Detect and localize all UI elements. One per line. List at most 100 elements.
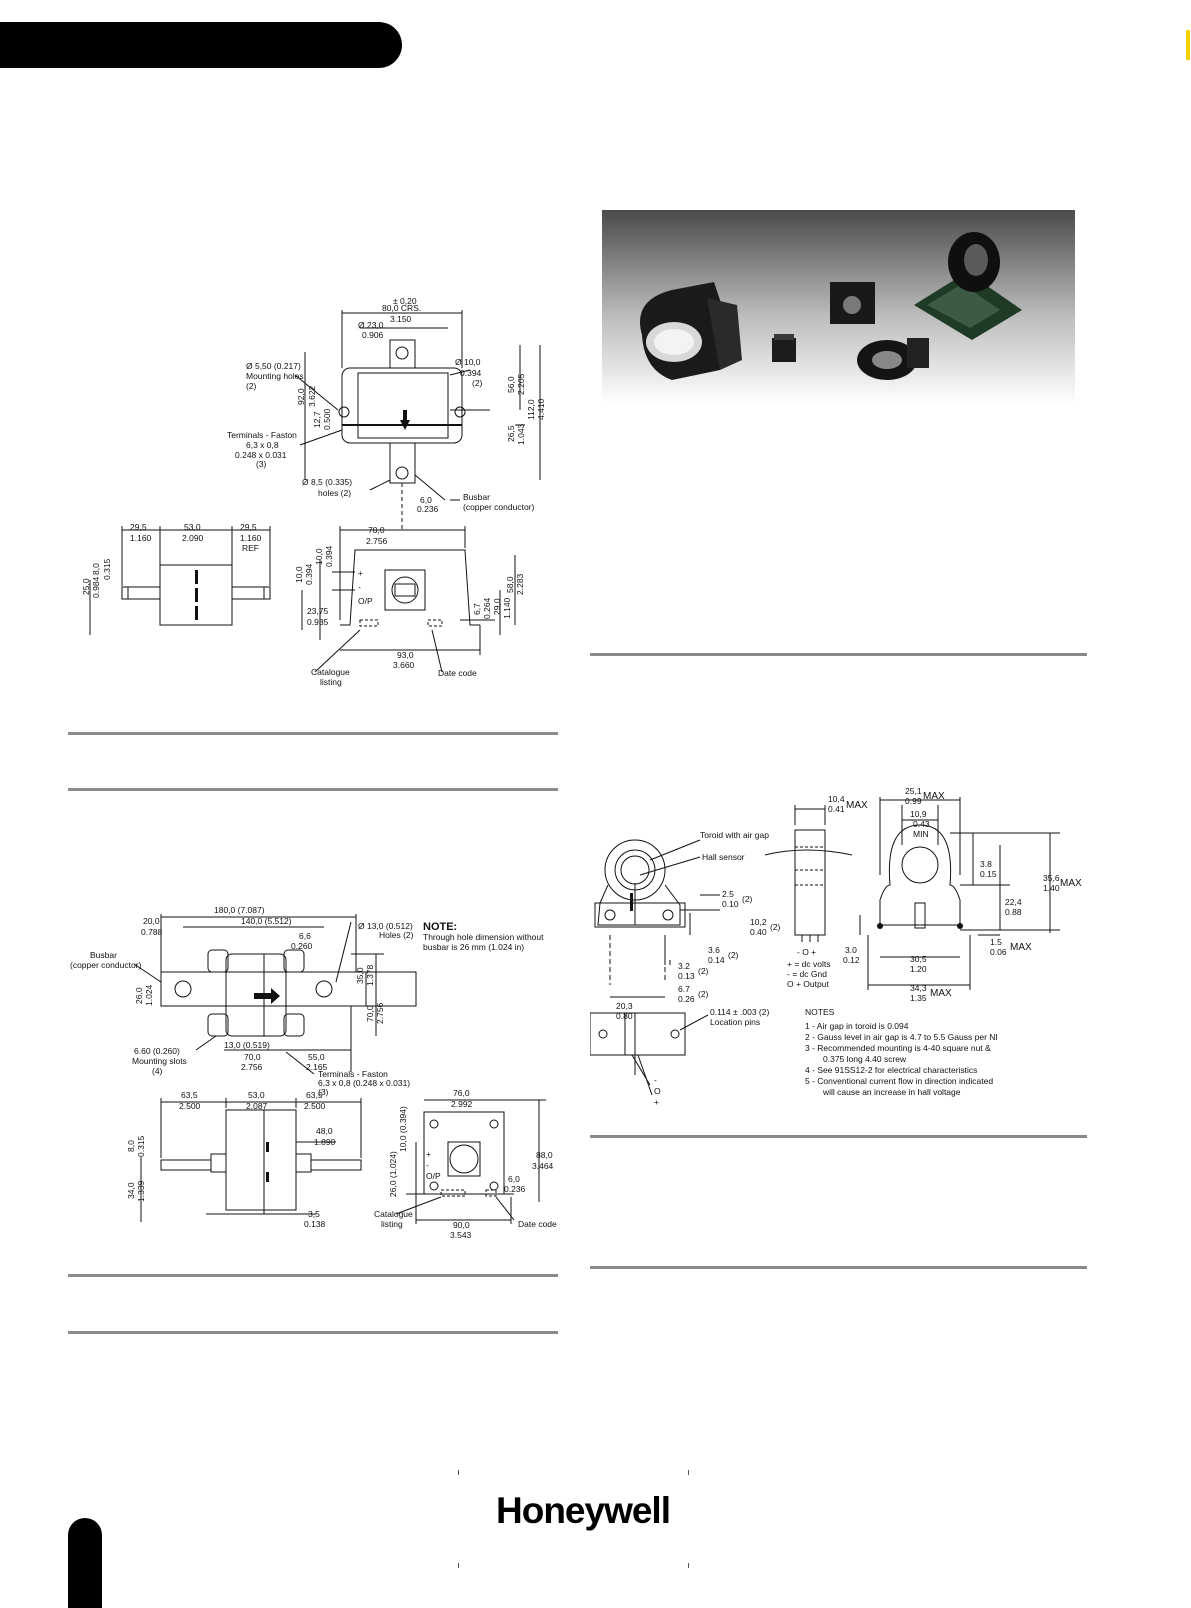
d3-text: 0.114 ± .003 (2) [710, 1007, 769, 1017]
d1-text: 29,5 [240, 522, 257, 532]
small-cube-sensor [772, 338, 796, 362]
d2-text: Busbar [90, 950, 117, 960]
d1-text: (2) [246, 381, 257, 391]
rule-left-1 [68, 732, 558, 735]
d1-text: holes (2) [318, 488, 351, 498]
d2-text: Mounting slots [132, 1056, 187, 1066]
d1-text: 56,0 [506, 376, 516, 393]
d1-text: (copper conductor) [463, 502, 535, 512]
d1-text: Mounting holes [246, 371, 304, 381]
d2-text: 70,0 [244, 1052, 261, 1062]
drawing-3-toroid-sensor: 10,4 0.41 MAX 25,1 0.99 MAX 10,9 0.43 MI… [590, 786, 1082, 1107]
d3-text: 2 - Gauss level in air gap is 4.7 to 5.5… [805, 1032, 998, 1042]
d1-text: 0.248 x 0.031 [235, 450, 287, 460]
rule-left-4 [68, 1331, 558, 1334]
d3-text: 0.43 [913, 819, 930, 829]
d2-text: 20,0 [143, 916, 160, 926]
product-photo [602, 210, 1075, 404]
d1-text: 53,0 [184, 522, 201, 532]
d3-text: O + Output [787, 979, 829, 989]
d2-text: O/P [426, 1171, 441, 1181]
d3-text: 34,3 [910, 983, 927, 993]
d1-text: Ø 23,0 [358, 320, 384, 330]
d2-text: 26,0 [134, 987, 144, 1004]
d2-text: 26,0 (1.024) [388, 1151, 398, 1197]
d2-text: busbar is 26 mm (1.024 in) [423, 942, 524, 952]
d2-text: Ø 13,0 (0.512) [358, 921, 413, 931]
d2-text: - [426, 1160, 429, 1170]
d2-text: 13,0 (0.519) [224, 1040, 270, 1050]
d2-text: 2.756 [375, 1002, 385, 1024]
d3-text: 10,4 [828, 794, 845, 804]
d3-text: 35,6 [1043, 873, 1060, 883]
d1-text: ± 0,20 [393, 296, 417, 306]
d3-text: 3.6 [708, 945, 720, 955]
d3-text: 0.40 [750, 927, 767, 937]
d1-text: 12,7 [312, 411, 322, 428]
d3-text: (2) [742, 894, 753, 904]
d2-text: 48,0 [316, 1126, 333, 1136]
d3-text: 3.2 [678, 961, 690, 971]
large-toroid-sensor [640, 282, 742, 380]
d1-text: Terminals - Faston [227, 430, 297, 440]
d1-text: 8,0 [91, 563, 101, 575]
d1-text: REF [242, 543, 259, 553]
d2-text: 88,0 [536, 1150, 553, 1160]
d1-text: Catalogue [311, 667, 350, 677]
d2-text: 1.378 [365, 964, 375, 986]
d1-text: 25,0 [81, 578, 91, 595]
d1-text: 0.236 [417, 504, 439, 514]
d1-text: 23,75 [307, 606, 329, 616]
d3-text: 3.8 [980, 859, 992, 869]
d3-text: 0.375 long 4.40 screw [823, 1054, 907, 1064]
d3-text: + = dc volts [787, 959, 830, 969]
d2-text: 1.339 [136, 1180, 146, 1202]
d1-text: 0.394 [324, 545, 334, 567]
circuit-board-sensor [914, 232, 1022, 340]
crop-mark [458, 1563, 459, 1568]
d1-text: 1.160 [130, 533, 152, 543]
d1-text: Ø 5,50 (0.217) [246, 361, 301, 371]
d3-text: 1.20 [910, 964, 927, 974]
d1-text: 4.410 [536, 398, 546, 420]
d3-text: 30,5 [910, 954, 927, 964]
d1-text: 58,0 [505, 576, 515, 593]
d3-text: NOTES [805, 1007, 835, 1017]
d2-text: 140,0 (5.512) [241, 916, 292, 926]
d1-text: 2.090 [182, 533, 204, 543]
d3-text: 10,9 [910, 809, 927, 819]
d1-text: (2) [472, 378, 483, 388]
d2-text: Catalogue [374, 1209, 413, 1219]
d1-text: 3.150 [390, 314, 412, 324]
d2-text: 90,0 [453, 1220, 470, 1230]
d1-text: 2.283 [515, 573, 525, 595]
d2-text: 70,0 [365, 1005, 375, 1022]
d2-text: 1.024 [144, 984, 154, 1006]
d2-text: 0.315 [136, 1135, 146, 1157]
d3-text: 0.10 [722, 899, 739, 909]
d3-text: 1 - Air gap in toroid is 0.094 [805, 1021, 909, 1031]
d1-text: 3.622 [307, 385, 317, 407]
d1-text: Date code [438, 668, 477, 678]
d2-text: (4) [152, 1066, 163, 1076]
d1-text: Ø 10,0 [455, 357, 481, 367]
d3-text: O [654, 1086, 661, 1096]
d3-text: 0.99 [905, 796, 922, 806]
d3-text: Hall sensor [702, 852, 745, 862]
d2-text: 3,5 [308, 1209, 320, 1219]
d3-text: Toroid with air gap [700, 830, 769, 840]
d2-text: 55,0 [308, 1052, 325, 1062]
d1-text: 80,0 CRS. [382, 303, 421, 313]
d2-text: 2.500 [304, 1101, 326, 1111]
d2-text: 2.087 [246, 1101, 268, 1111]
d1-text: 0.935 [307, 617, 329, 627]
d1-text: 0.264 [482, 597, 492, 619]
d3-text: MIN [913, 829, 929, 839]
d3-text: will cause an increase in hall voltage [822, 1087, 961, 1097]
d1-text: 0.500 [322, 408, 332, 430]
d2-text: Through hole dimension without [423, 932, 544, 942]
d2-text: + [426, 1149, 431, 1159]
d1-text: 1.140 [502, 597, 512, 619]
d2-text: NOTE: [423, 921, 457, 933]
d2-text: 35,0 [355, 967, 365, 984]
